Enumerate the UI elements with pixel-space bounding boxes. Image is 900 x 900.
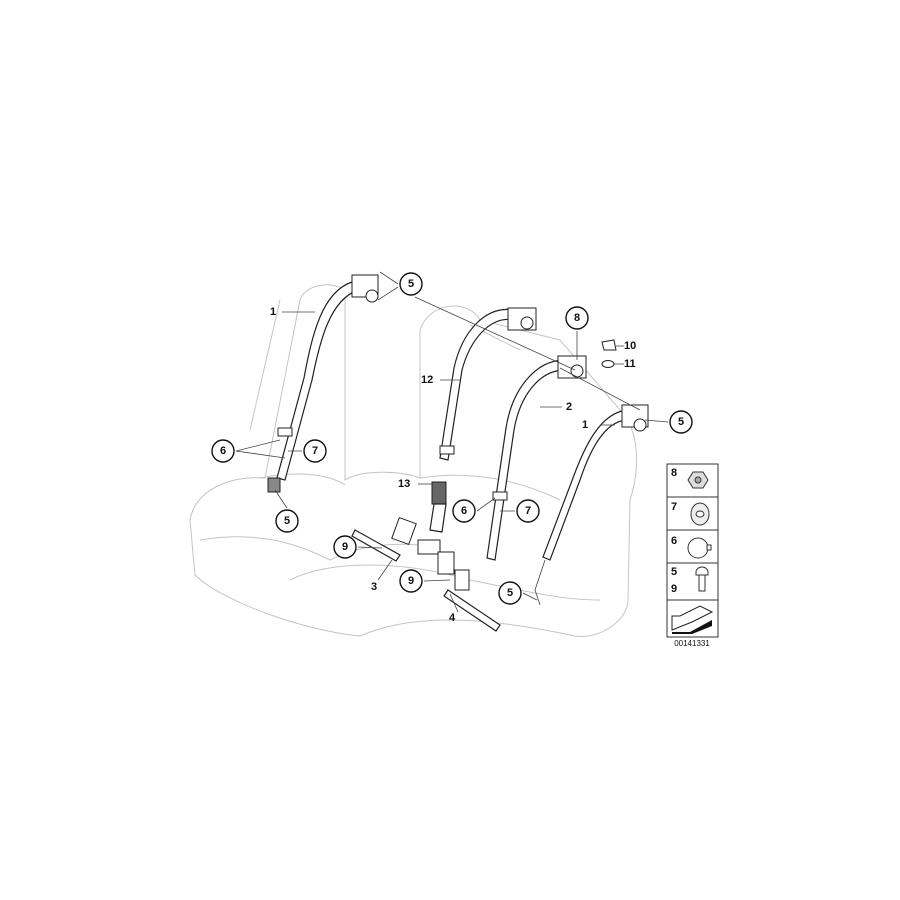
callout-7: 7 (516, 499, 540, 523)
label-3: 3 (371, 581, 377, 593)
callout-5: 5 (669, 410, 693, 434)
clip-icon (690, 502, 710, 526)
svg-text:7: 7 (671, 501, 677, 513)
svg-text:6: 6 (671, 535, 677, 547)
svg-text:8: 8 (671, 467, 677, 479)
cap-icon (687, 537, 712, 559)
part-11 (601, 360, 615, 368)
bolt-icon (695, 566, 709, 592)
buckle-4 (437, 551, 501, 632)
callout-5: 5 (399, 272, 423, 296)
callout-5: 5 (498, 581, 522, 605)
label-13: 13 (398, 478, 410, 490)
parts-legend: 8 7 6 5 9 (666, 463, 719, 638)
svg-text:9: 9 (408, 575, 414, 587)
svg-text:6: 6 (461, 505, 467, 517)
svg-text:5: 5 (284, 515, 290, 527)
callout-8: 8 (565, 306, 589, 330)
callout-9: 9 (333, 535, 357, 559)
diagram-code: 00141331 (674, 639, 710, 648)
belt-1-right (534, 404, 649, 606)
label-2: 2 (566, 401, 572, 413)
svg-text:9: 9 (342, 541, 348, 553)
callout-9: 9 (399, 569, 423, 593)
flange-nut-icon (687, 471, 709, 489)
label-1: 1 (270, 306, 276, 318)
leader-lines (235, 271, 669, 613)
label-10: 10 (624, 340, 636, 352)
belt-12-center (429, 307, 537, 533)
belt-2 (486, 355, 587, 561)
part-10 (601, 339, 617, 351)
svg-text:5: 5 (408, 278, 414, 290)
callout-6: 6 (452, 499, 476, 523)
svg-text:5: 5 (507, 587, 513, 599)
label-4: 4 (449, 612, 456, 624)
svg-text:7: 7 (312, 445, 318, 457)
buckle-3 (351, 516, 441, 562)
callout-5: 5 (275, 509, 299, 533)
svg-text:6: 6 (220, 445, 226, 457)
svg-text:9: 9 (671, 583, 677, 595)
belt-1-left (267, 274, 379, 493)
callout-6: 6 (211, 439, 235, 463)
label-12: 12 (421, 374, 433, 386)
svg-text:5: 5 (678, 416, 684, 428)
svg-text:5: 5 (671, 566, 677, 578)
rear-seat-outline (189, 284, 638, 637)
label-1: 1 (582, 419, 588, 431)
label-11: 11 (624, 358, 636, 370)
callout-7: 7 (303, 439, 327, 463)
arrow-icon (671, 605, 714, 631)
svg-text:7: 7 (525, 505, 531, 517)
svg-text:8: 8 (574, 312, 580, 324)
